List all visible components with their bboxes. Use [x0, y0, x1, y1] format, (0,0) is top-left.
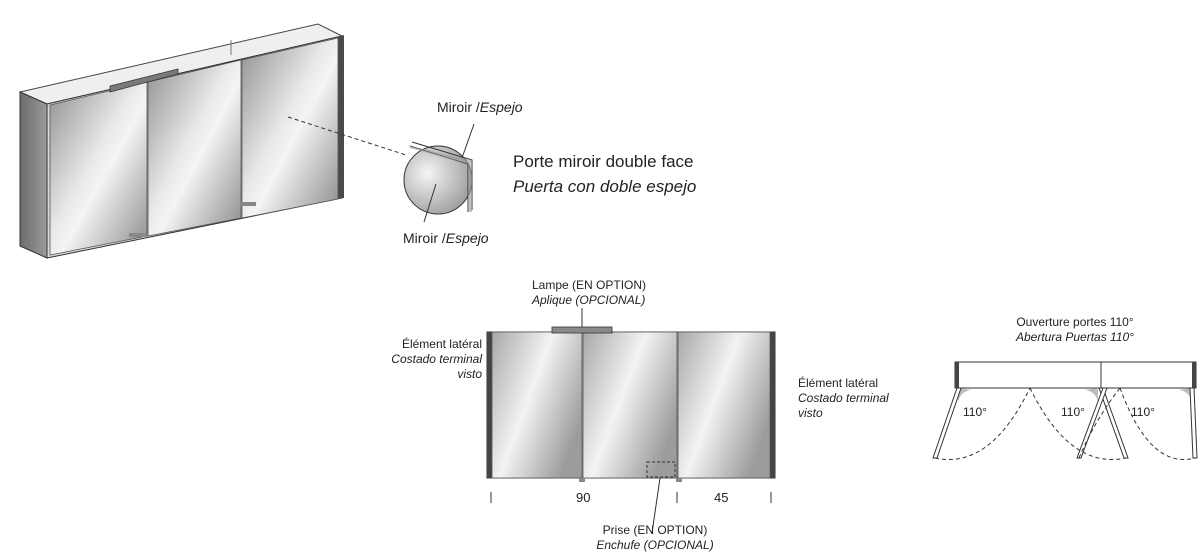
- side-label-right-fr: Élément latéral: [798, 376, 879, 390]
- door-open-1: [932, 387, 962, 459]
- cabinet-3d-view: [18, 23, 344, 259]
- hinge-mark-1: [579, 478, 585, 482]
- front-elevation: [486, 308, 776, 534]
- side-panel-left: [487, 332, 492, 478]
- mirror-detail-circle: [403, 123, 475, 223]
- side-label-left: Élément latéral Costado terminal visto: [360, 337, 482, 382]
- plan-title-es: Abertura Puertas 110°: [1016, 330, 1134, 344]
- plan-title-fr: Ouverture portes 110°: [1016, 315, 1134, 329]
- side-label-right: Élément latéral Costado terminal visto: [798, 376, 889, 421]
- handle-3d: [129, 233, 147, 237]
- side-label-left-es-1: Costado terminal: [391, 352, 482, 366]
- door-open-2: [1098, 387, 1129, 459]
- angle-label-1: 110°: [963, 405, 987, 419]
- hinge-arc-2: [1084, 388, 1098, 404]
- door-title-es: Puerta con doble espejo: [513, 177, 697, 196]
- lamp-label: Lampe (EN OPTION) Aplique (OPCIONAL): [532, 278, 647, 308]
- dimension-45: 45: [714, 490, 729, 505]
- door-open-3: [1076, 387, 1108, 459]
- socket-front: [646, 461, 676, 478]
- angle-label-3: 110°: [1131, 405, 1155, 419]
- plan-side-left: [955, 362, 959, 388]
- plan-view: [932, 361, 1198, 460]
- side-label-right-es-1: Costado terminal: [798, 391, 889, 405]
- swing-arc-1: [934, 387, 1031, 460]
- mirror-label-bottom: Miroir /Espejo: [403, 229, 489, 247]
- plan-side-right: [1192, 362, 1196, 388]
- side-label-left-fr: Élément latéral: [401, 337, 482, 351]
- swing-arc-3: [1078, 387, 1121, 459]
- side-label-left-es-2: visto: [457, 367, 482, 381]
- door-title-fr: Porte miroir double face: [513, 152, 694, 171]
- plan-body: [954, 361, 1197, 389]
- mirror-door-right: [241, 37, 339, 219]
- mirror-label-top-fr: Miroir /: [437, 99, 480, 115]
- lamp-front: [551, 326, 613, 334]
- plan-title: Ouverture portes 110° Abertura Puertas 1…: [1000, 315, 1150, 345]
- side-label-right-es-2: visto: [798, 406, 823, 420]
- angle-label-2: 110°: [1061, 405, 1085, 419]
- mirror-door-middle: [147, 59, 242, 237]
- socket-3d: [240, 202, 256, 206]
- cabinet-right-edge: [338, 35, 344, 199]
- front-door-1: [491, 331, 583, 479]
- front-door-3: [677, 331, 771, 479]
- mirror-label-top: Miroir /Espejo: [437, 98, 523, 116]
- lamp-label-es: Aplique (OPCIONAL): [532, 293, 646, 307]
- lamp-label-fr: Lampe (EN OPTION): [532, 278, 647, 292]
- lamp-3d: [109, 68, 179, 93]
- hinge-arc-3: [1178, 388, 1192, 404]
- mirror-label-bottom-es: Espejo: [445, 230, 489, 246]
- hinge-mark-2: [676, 478, 682, 482]
- cabinet-side-face: [19, 91, 48, 259]
- front-door-2: [582, 331, 678, 479]
- socket-leader: [651, 477, 661, 534]
- side-panel-right: [770, 332, 775, 478]
- hinge-arc-1: [958, 388, 972, 404]
- swing-arc-4: [1119, 387, 1196, 460]
- socket-label: Prise (EN OPTION) Enchufe (OPCIONAL): [590, 523, 720, 553]
- door-open-4: [1189, 387, 1198, 459]
- mirror-label-bottom-fr: Miroir /: [403, 230, 446, 246]
- mirror-label-top-es: Espejo: [479, 99, 523, 115]
- socket-label-es: Enchufe (OPCIONAL): [596, 538, 714, 552]
- dimension-90: 90: [576, 490, 591, 505]
- socket-label-fr: Prise (EN OPTION): [602, 523, 708, 537]
- mirror-door-left: [49, 81, 148, 256]
- swing-arc-2: [1029, 387, 1127, 460]
